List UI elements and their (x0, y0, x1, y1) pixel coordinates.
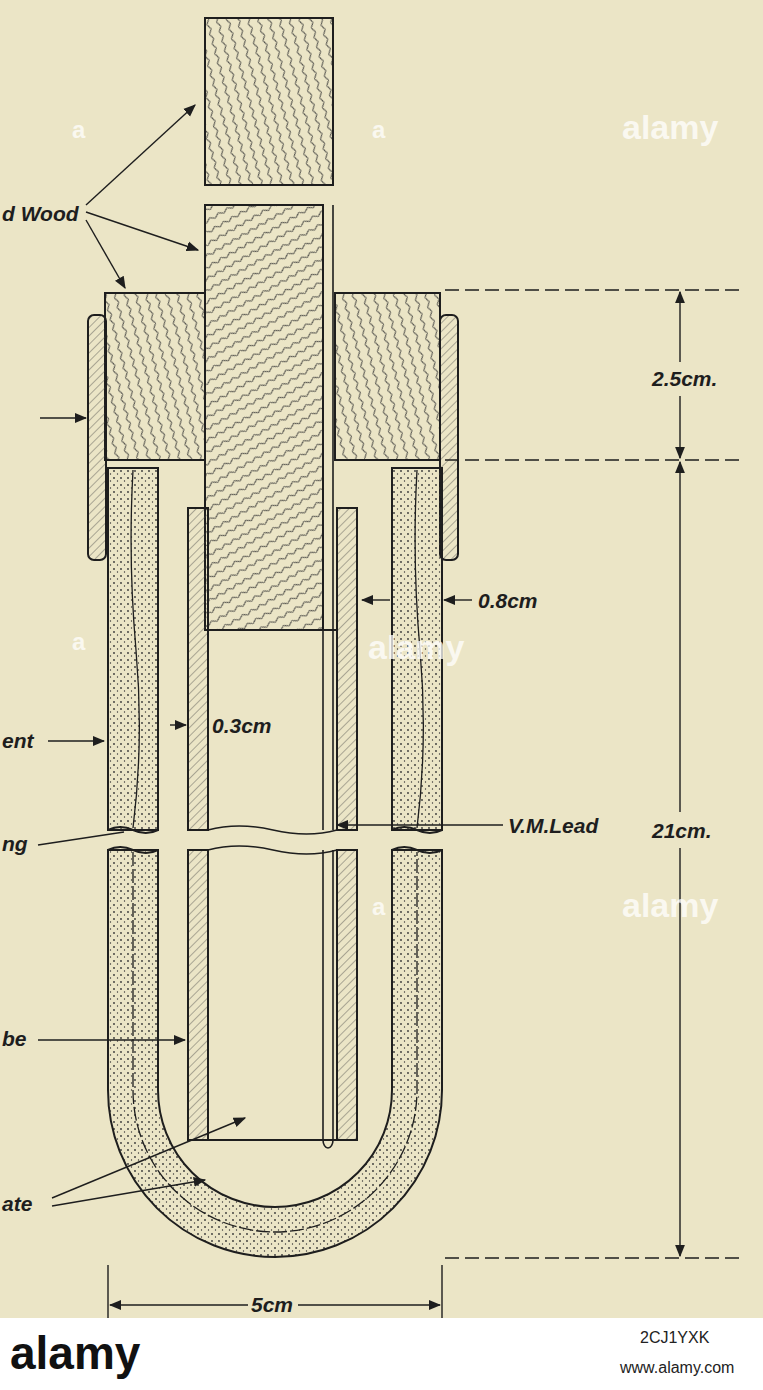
dimension: 5cm (251, 1294, 293, 1315)
dimension: 2.5cm. (652, 368, 717, 389)
watermark-logo: alamy (10, 1330, 140, 1376)
dimension: 0.3cm (212, 715, 272, 736)
watermark: alamy (368, 630, 464, 664)
watermark: a (372, 118, 385, 142)
part-name: d Wood (2, 203, 79, 224)
part-name: ng (2, 833, 28, 854)
part-name: V.M.Lead (508, 815, 598, 836)
watermark: alamy (622, 110, 718, 144)
image-id: 2CJ1YXK (640, 1330, 709, 1346)
watermark-url: www.alamy.com (620, 1360, 734, 1376)
dimension: 21cm. (652, 820, 712, 841)
watermark: a (72, 118, 85, 142)
watermark: alamy (622, 888, 718, 922)
watermark: a (72, 630, 85, 654)
part-name: be (2, 1028, 27, 1049)
dimension: 0.8cm (478, 590, 538, 611)
part-name: ate (2, 1193, 32, 1214)
part-name: ent (2, 730, 34, 751)
watermark: a (372, 895, 385, 919)
